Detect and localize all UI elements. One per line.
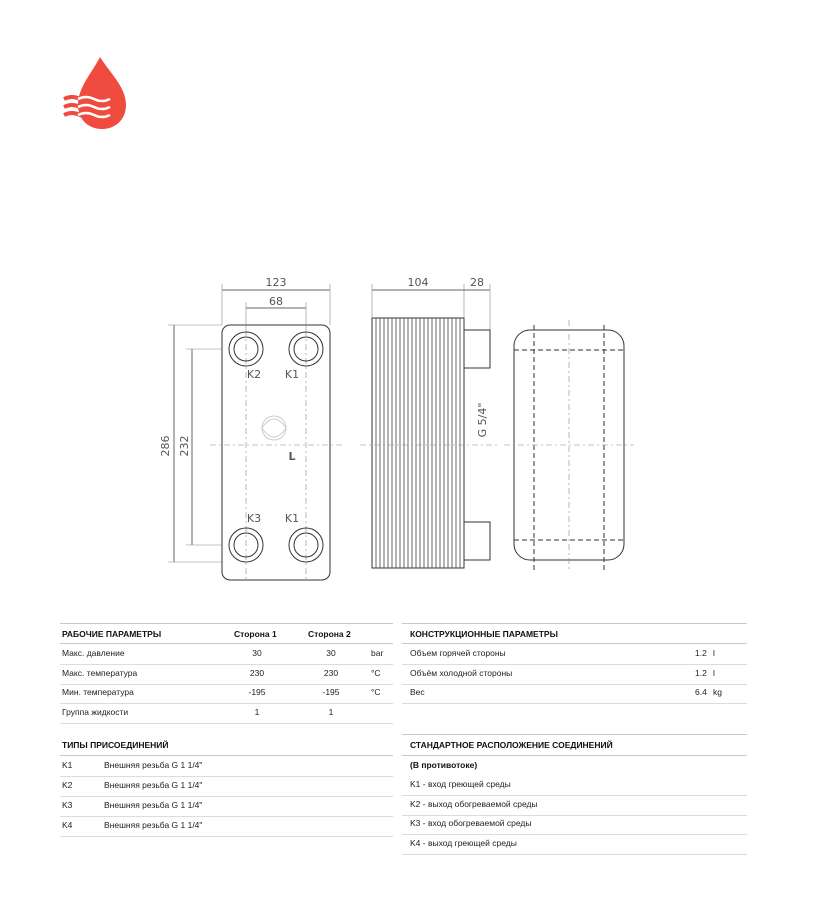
- connection-port: K2: [62, 780, 73, 790]
- table-row: K1 Внешняя резьба G 1 1/4": [60, 756, 393, 777]
- table-row: Вес 6.4 kg: [402, 683, 747, 704]
- brand-logo-icon: [63, 57, 126, 129]
- work-param-unit: °C: [371, 667, 381, 678]
- work-param-unit: bar: [371, 648, 384, 658]
- layout-std-item: K3 - вход обогреваемой среды: [410, 818, 532, 828]
- list-item: K3 - вход обогреваемой среды: [402, 814, 747, 835]
- layout-std-item: K4 - выход греющей среды: [410, 837, 517, 848]
- table-row: K4 Внешняя резьба G 1 1/4": [60, 816, 393, 837]
- table-row: Макс. давление 30 30 bar: [60, 644, 393, 665]
- table-row: Макс. температура 230 230 °C: [60, 664, 393, 685]
- construct-param-unit: kg: [713, 687, 722, 697]
- front-view: [168, 284, 342, 582]
- work-param-label: Мин. температура: [62, 687, 134, 697]
- connection-desc: Внешняя резьба G 1 1/4": [104, 820, 203, 830]
- work-param-label: Макс. давление: [62, 648, 125, 658]
- port-label-k1-bottom: K1: [285, 512, 299, 525]
- construct-params-title: КОНСТРУКЦИОННЫЕ ПАРАМЕТРЫ: [410, 629, 558, 639]
- dim-overall-width: 123: [266, 276, 287, 289]
- port-label-k2: K2: [247, 368, 261, 381]
- work-params-title: РАБОЧИЕ ПАРАМЕТРЫ: [62, 629, 162, 639]
- port-label-k3: K3: [247, 512, 261, 525]
- table-row: Мин. температура -195 -195 °C: [60, 683, 393, 704]
- work-param-side1: 30: [252, 648, 262, 658]
- work-param-side2: 1: [328, 706, 334, 717]
- connection-port: K4: [62, 820, 73, 830]
- table-row: Объем горячей стороны 1.2 l: [402, 644, 747, 665]
- port-label-k1-top: K1: [285, 368, 299, 381]
- work-params-col2: Сторона 2: [308, 629, 351, 639]
- connections-title: ТИПЫ ПРИСОЕДИНЕНИЙ: [62, 740, 169, 750]
- work-param-side2: 230: [323, 667, 339, 678]
- construct-param-unit: l: [713, 648, 715, 658]
- thread-label: G 5/4": [476, 403, 489, 438]
- work-param-side2: 30: [326, 648, 336, 658]
- layout-std-title: СТАНДАРТНОЕ РАСПОЛОЖЕНИЕ СОЕДИНЕНИЙ: [410, 740, 613, 750]
- dim-depth: 104: [408, 276, 429, 289]
- construct-param-value: 6.4: [695, 687, 707, 697]
- construct-param-label: Объём холодной стороны: [410, 667, 513, 678]
- dim-port-spacing-h: 68: [269, 295, 283, 308]
- list-item: K4 - выход греющей среды: [402, 834, 747, 855]
- work-param-unit: °C: [371, 687, 381, 697]
- table-row: K3 Внешняя резьба G 1 1/4": [60, 796, 393, 817]
- construct-param-label: Объем горячей стороны: [410, 648, 506, 658]
- connection-desc: Внешняя резьба G 1 1/4": [104, 760, 203, 770]
- construct-param-label: Вес: [410, 687, 425, 697]
- layout-std-item: K2 - выход обогреваемой среды: [410, 798, 538, 809]
- construct-param-unit: l: [713, 667, 715, 678]
- work-params-col1: Сторона 1: [234, 629, 277, 639]
- top-view: [504, 320, 634, 572]
- layout-std-item: K1 - вход греющей среды: [410, 779, 511, 789]
- table-row: K2 Внешняя резьба G 1 1/4": [60, 776, 393, 797]
- connection-desc: Внешняя резьба G 1 1/4": [104, 800, 203, 810]
- list-item: K2 - выход обогреваемой среды: [402, 795, 747, 816]
- dim-connection-length: 28: [470, 276, 484, 289]
- dim-port-spacing-v: 232: [178, 436, 191, 457]
- work-param-side1: 1: [254, 706, 260, 717]
- construct-param-value: 1.2: [695, 667, 707, 678]
- dim-overall-height: 286: [159, 436, 172, 457]
- connection-desc: Внешняя резьба G 1 1/4": [104, 780, 203, 790]
- table-row: Объём холодной стороны 1.2 l: [402, 664, 747, 685]
- work-param-side1: 230: [249, 667, 265, 678]
- table-row: Группа жидкости 1 1: [60, 703, 393, 724]
- construct-param-value: 1.2: [695, 648, 707, 658]
- connection-port: K3: [62, 800, 73, 810]
- brand-mark-text: L: [288, 450, 295, 463]
- connection-port: K1: [62, 760, 73, 770]
- list-item: K1 - вход греющей среды: [402, 775, 747, 796]
- work-param-label: Группа жидкости: [62, 706, 129, 717]
- technical-drawing: 123 68 286 232 K2 K1 K3 K1 L 104 28 G 5/…: [159, 276, 634, 582]
- work-param-label: Макс. температура: [62, 667, 138, 678]
- side-view: [360, 284, 500, 569]
- work-param-side1: -195: [248, 687, 266, 697]
- work-param-side2: -195: [322, 687, 340, 697]
- layout-std-subtitle: (В противотоке): [410, 760, 478, 770]
